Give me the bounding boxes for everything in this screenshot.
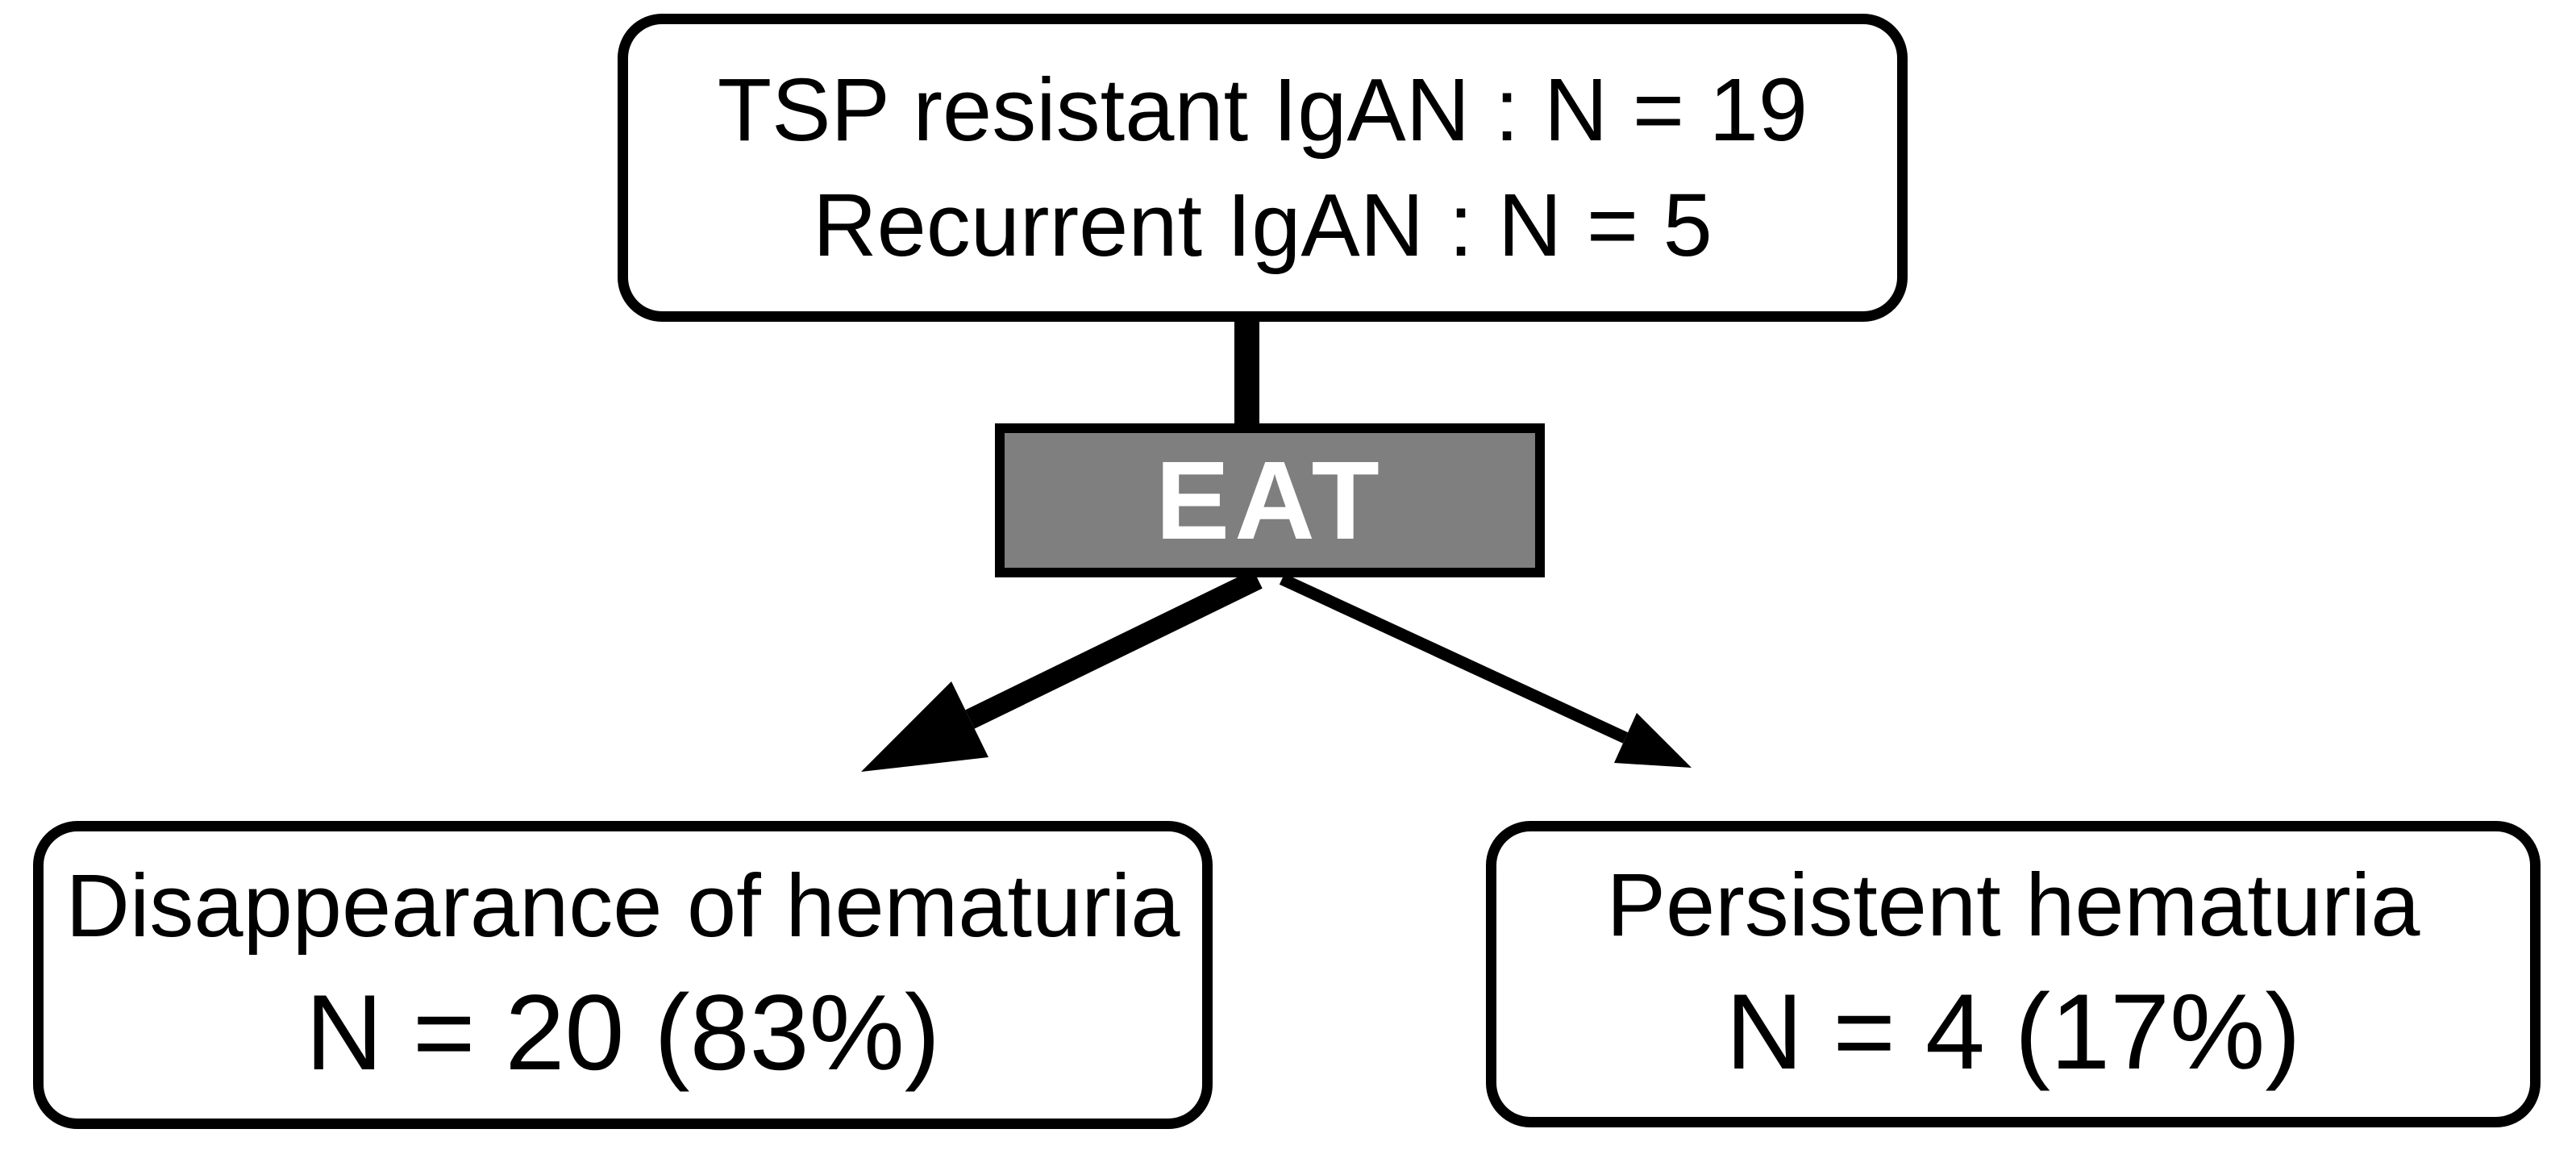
outcome-disappearance-value: N = 20 (83%) bbox=[305, 973, 941, 1093]
outcome-persistent-value: N = 4 (17%) bbox=[1725, 972, 2301, 1092]
node-source-patients: TSP resistant IgAN : N = 19 Recurrent Ig… bbox=[618, 14, 1908, 322]
node-outcome-persistent: Persistent hematuria N = 4 (17%) bbox=[1486, 821, 2541, 1127]
node-outcome-disappearance: Disappearance of hematuria N = 20 (83%) bbox=[33, 821, 1213, 1129]
arrow-to-persistent bbox=[1279, 573, 1692, 768]
source-line-tsp-resistant: TSP resistant IgAN : N = 19 bbox=[717, 60, 1808, 160]
source-line-recurrent: Recurrent IgAN : N = 5 bbox=[813, 176, 1712, 275]
outcome-persistent-title: Persistent hematuria bbox=[1606, 855, 2420, 955]
arrow-to-disappearance bbox=[861, 569, 1263, 772]
treatment-label: EAT bbox=[1155, 438, 1384, 563]
connector-line bbox=[1234, 320, 1259, 427]
node-treatment-eat: EAT bbox=[995, 423, 1545, 577]
outcome-disappearance-title: Disappearance of hematuria bbox=[65, 856, 1180, 956]
